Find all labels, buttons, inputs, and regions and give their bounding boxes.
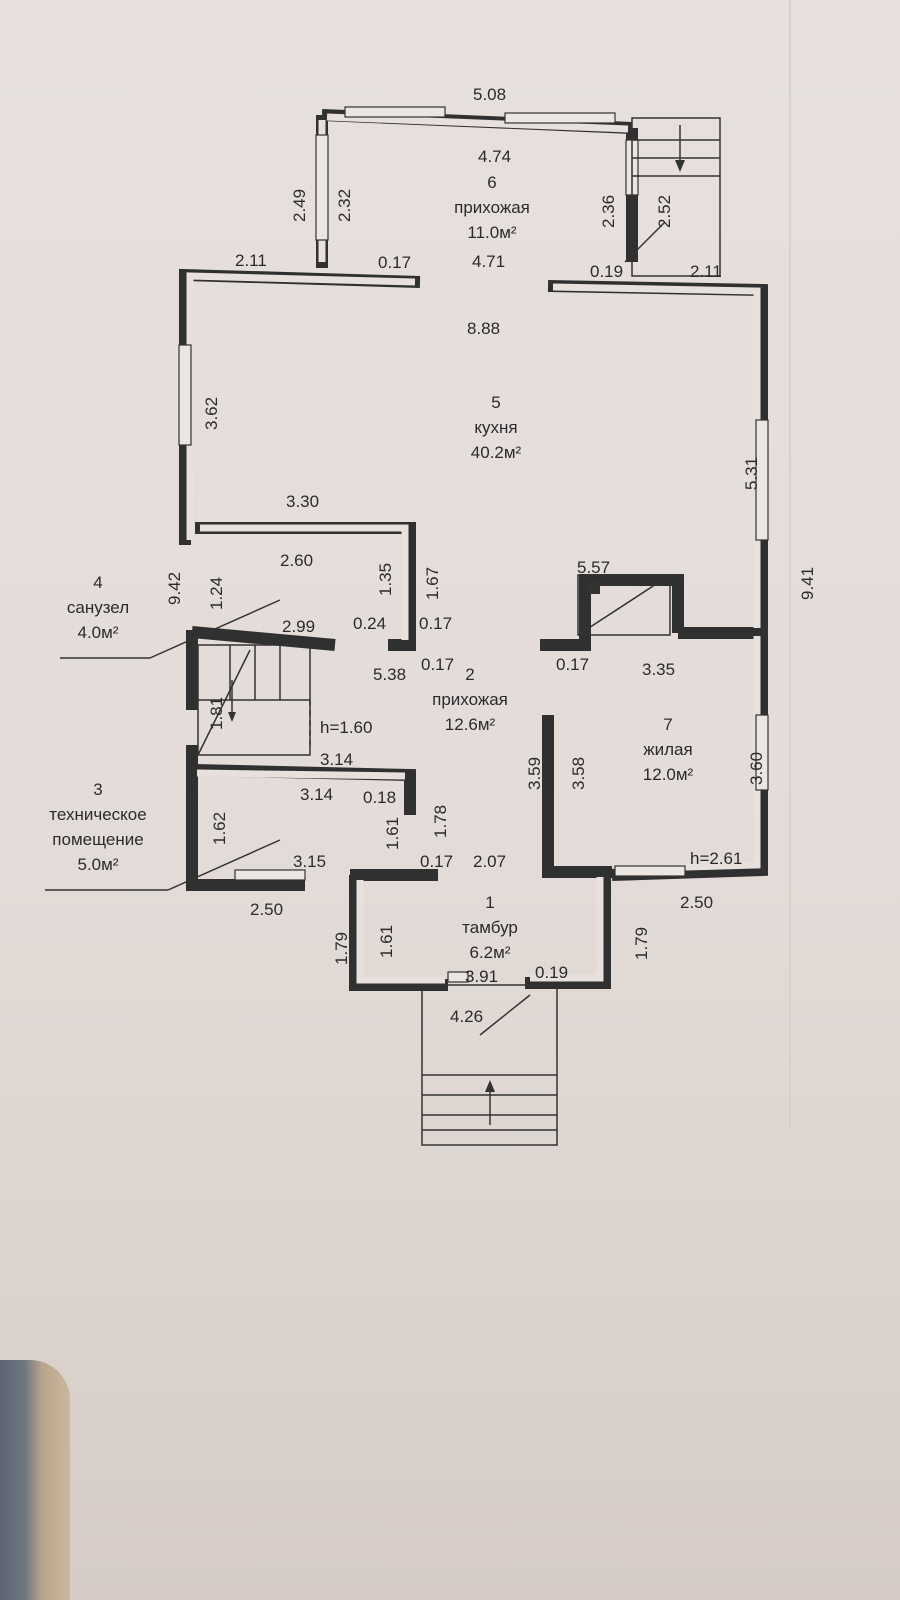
dim-label: 0.19 (535, 963, 568, 982)
dim-label: 1.79 (332, 932, 351, 965)
leader-lines (45, 221, 666, 1036)
dim-label: 3.59 (525, 757, 544, 790)
room-area: 11.0м² (467, 223, 517, 242)
dim-label: 8.88 (467, 319, 500, 338)
dim-label: 0.18 (363, 788, 396, 807)
room-number: 2 (465, 665, 474, 684)
dim-label: 3.60 (747, 752, 766, 785)
dim-label: 4.74 (478, 147, 511, 166)
dim-label: 3.35 (642, 660, 675, 679)
dim-label: 2.07 (473, 852, 506, 871)
dim-label: 3.62 (202, 397, 221, 430)
dim-label: 5.57 (577, 558, 610, 577)
dim-label: 1.61 (377, 925, 396, 958)
wall-hatch (186, 113, 761, 984)
dim-label: 4.71 (472, 252, 505, 271)
dim-label: 2.60 (280, 551, 313, 570)
dim-label: 2.36 (599, 195, 618, 228)
room-name-line2: помещение (52, 830, 143, 849)
dim-label: 2.11 (235, 251, 267, 270)
room-area: 40.2м² (471, 443, 522, 462)
dim-label: 3.14 (300, 785, 333, 804)
room-label-2: 2 прихожая 12.6м² (432, 665, 508, 734)
dim-label: 1.78 (431, 805, 450, 838)
dim-label: 3.15 (293, 852, 326, 871)
room-number: 7 (663, 715, 672, 734)
room-number: 4 (93, 573, 102, 592)
dimension-labels: 5.08 4.74 2.49 2.32 2.36 2.52 4.71 2.11 … (165, 85, 817, 1026)
room-name-line1: техническое (49, 805, 146, 824)
room-name: кухня (474, 418, 517, 437)
room-number: 1 (485, 893, 494, 912)
dim-label: 5.38 (373, 665, 406, 684)
dim-label: 3.91 (465, 967, 498, 986)
dim-label: 5.08 (473, 85, 506, 104)
room-label-7: 7 жилая 12.0м² (643, 715, 694, 784)
dim-label: 0.19 (590, 262, 623, 281)
room-area: 12.0м² (643, 765, 694, 784)
room-number: 6 (487, 173, 496, 192)
dim-label: 0.17 (378, 253, 411, 272)
dim-label: 2.50 (680, 893, 713, 912)
stair-entrance (421, 984, 558, 1146)
dim-label: 2.50 (250, 900, 283, 919)
room-label-5: 5 кухня 40.2м² (471, 393, 522, 462)
dim-label: 0.17 (420, 852, 453, 871)
dim-label: 4.26 (450, 1007, 483, 1026)
room-name: тамбур (462, 918, 518, 937)
room-name: санузел (67, 598, 129, 617)
room-label-1: 1 тамбур 6.2м² (462, 893, 518, 962)
dim-label: 1.24 (207, 577, 226, 610)
dim-label: 2.52 (655, 195, 674, 228)
room-name: прихожая (454, 198, 530, 217)
dim-label: 0.17 (419, 614, 452, 633)
fireplace (577, 574, 671, 636)
dim-label: 1.67 (423, 567, 442, 600)
room-label-3: 3 техническое помещение 5.0м² (49, 780, 146, 874)
room-number: 3 (93, 780, 102, 799)
room-label-4: 4 санузел 4.0м² (67, 573, 129, 642)
room-name: жилая (643, 740, 692, 759)
stair-top-right (631, 117, 721, 277)
dim-label: 3.58 (569, 757, 588, 790)
dim-label: 3.14 (320, 750, 353, 769)
room-name: прихожая (432, 690, 508, 709)
dim-label: 9.42 (165, 572, 184, 605)
dim-label: 2.99 (282, 617, 315, 636)
dim-label: h=1.60 (320, 718, 372, 737)
room-area: 6.2м² (470, 943, 511, 962)
dim-label: 0.24 (353, 614, 386, 633)
dim-label: 1.62 (210, 812, 229, 845)
room-area: 5.0м² (78, 855, 119, 874)
dim-label: 1.81 (207, 697, 226, 730)
dim-label: h=2.61 (690, 849, 742, 868)
dim-label: 0.17 (556, 655, 589, 674)
dim-label: 2.49 (290, 189, 309, 222)
stair-interior (197, 644, 311, 756)
room-area: 4.0м² (78, 623, 119, 642)
dim-label: 1.61 (383, 817, 402, 850)
room-area: 12.6м² (445, 715, 496, 734)
dim-label: 5.31 (742, 457, 761, 490)
dim-label: 0.17 (421, 655, 454, 674)
dim-label: 1.79 (632, 927, 651, 960)
dim-label: 9.41 (798, 567, 817, 600)
dim-label: 2.11 (690, 262, 722, 281)
sofa-corner-photo-edge (0, 1360, 70, 1600)
dim-label: 3.30 (286, 492, 319, 511)
dim-label: 2.32 (335, 189, 354, 222)
dim-label: 1.35 (376, 563, 395, 596)
room-number: 5 (491, 393, 500, 412)
room-label-6: 6 прихожая 11.0м² (454, 173, 530, 242)
